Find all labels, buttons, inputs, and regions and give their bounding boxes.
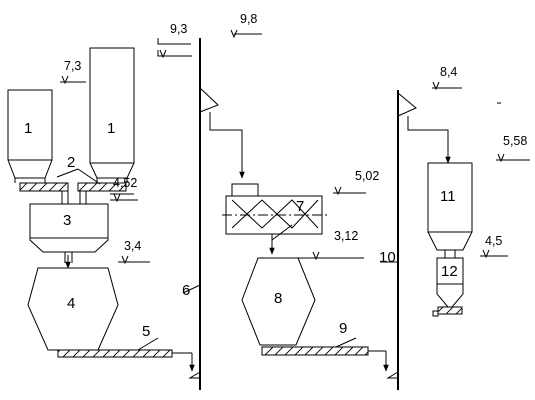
label-mixer-7: 7 (296, 198, 304, 215)
level-5-58: 5,58 (503, 134, 527, 148)
level-3-4: 3,4 (124, 239, 141, 253)
bunker-left (7, 89, 53, 183)
label-bunker-11: 11 (440, 188, 456, 205)
level-8-4: 8,4 (440, 65, 457, 79)
level-markers (60, 29, 530, 265)
label-unit-12: 12 (441, 263, 458, 280)
mixer-7 (222, 183, 330, 255)
label-bunker-1b: 1 (107, 120, 115, 137)
label-screw-feeders: 2 (67, 154, 75, 171)
level-7-3: 7,3 (64, 59, 81, 73)
level-9-3: 9,3 (170, 22, 187, 36)
conveyor-5 (57, 337, 195, 372)
label-silo-4: 4 (67, 295, 75, 312)
label-conveyor-9: 9 (339, 320, 347, 337)
label-mixer-3: 3 (63, 212, 71, 229)
bunker-11 (427, 162, 473, 258)
level-4-52: 4,52 (113, 176, 137, 190)
label-bunker-1a: 1 (24, 120, 32, 137)
mixer-3 (29, 203, 109, 269)
label-silo-8: 8 (274, 290, 282, 307)
label-elevator-10: 10 (379, 249, 396, 266)
level-3-12: 3,12 (334, 229, 358, 243)
label-elevator-6: 6 (182, 282, 190, 299)
conveyor-9 (261, 337, 389, 372)
unit-12 (432, 257, 464, 317)
level-4-5: 4,5 (485, 234, 502, 248)
label-conveyor-5: 5 (142, 323, 150, 340)
level-5-02: 5,02 (355, 169, 379, 183)
elevator-6 (182, 38, 245, 390)
elevator-10 (380, 90, 451, 390)
bunker-right (89, 47, 135, 183)
screw-feeders (19, 168, 127, 204)
level-9-8: 9,8 (240, 12, 257, 26)
